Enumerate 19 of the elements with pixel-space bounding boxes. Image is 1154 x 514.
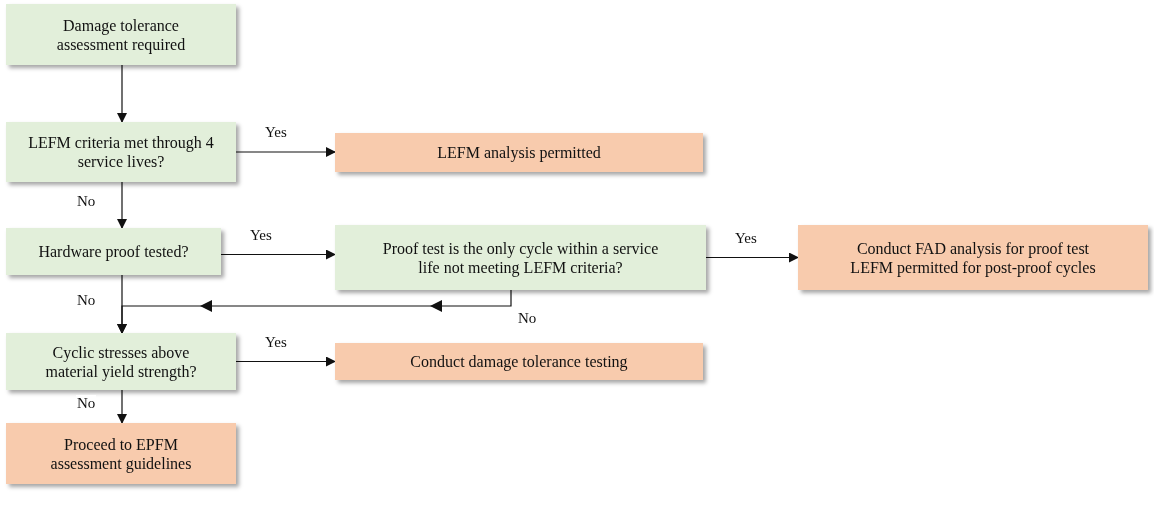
- outcome-box: [335, 343, 703, 380]
- process-box: [6, 4, 236, 65]
- box-text: Hardware proof tested?: [38, 242, 189, 261]
- box-text: Cyclic stresses above material yield strength?: [44, 342, 198, 381]
- box-text: LEFM permitted for post-proof cycles: [850, 258, 1096, 277]
- box-text: Conduct FAD analysis for proof test: [856, 238, 1090, 258]
- box-text: LEFM analysis permitted: [437, 143, 601, 162]
- outcome-box: [335, 133, 703, 172]
- outcome-box: [798, 225, 1148, 290]
- outcome-box: [6, 423, 236, 484]
- box-text: Proof test is the only cycle within a service life not meeting LEFM criteria?: [381, 238, 660, 277]
- process-box: [6, 333, 236, 390]
- process-box: [335, 225, 706, 290]
- box-text: Damage tolerance assessment required: [55, 15, 187, 54]
- process-box: [6, 228, 221, 275]
- box-text: Proceed to EPFM assessment guidelines: [49, 434, 193, 473]
- box-text: Conduct damage tolerance testing: [410, 352, 628, 371]
- process-box: [6, 122, 236, 182]
- box-text: LEFM criteria met through 4 service lives?: [27, 133, 215, 171]
